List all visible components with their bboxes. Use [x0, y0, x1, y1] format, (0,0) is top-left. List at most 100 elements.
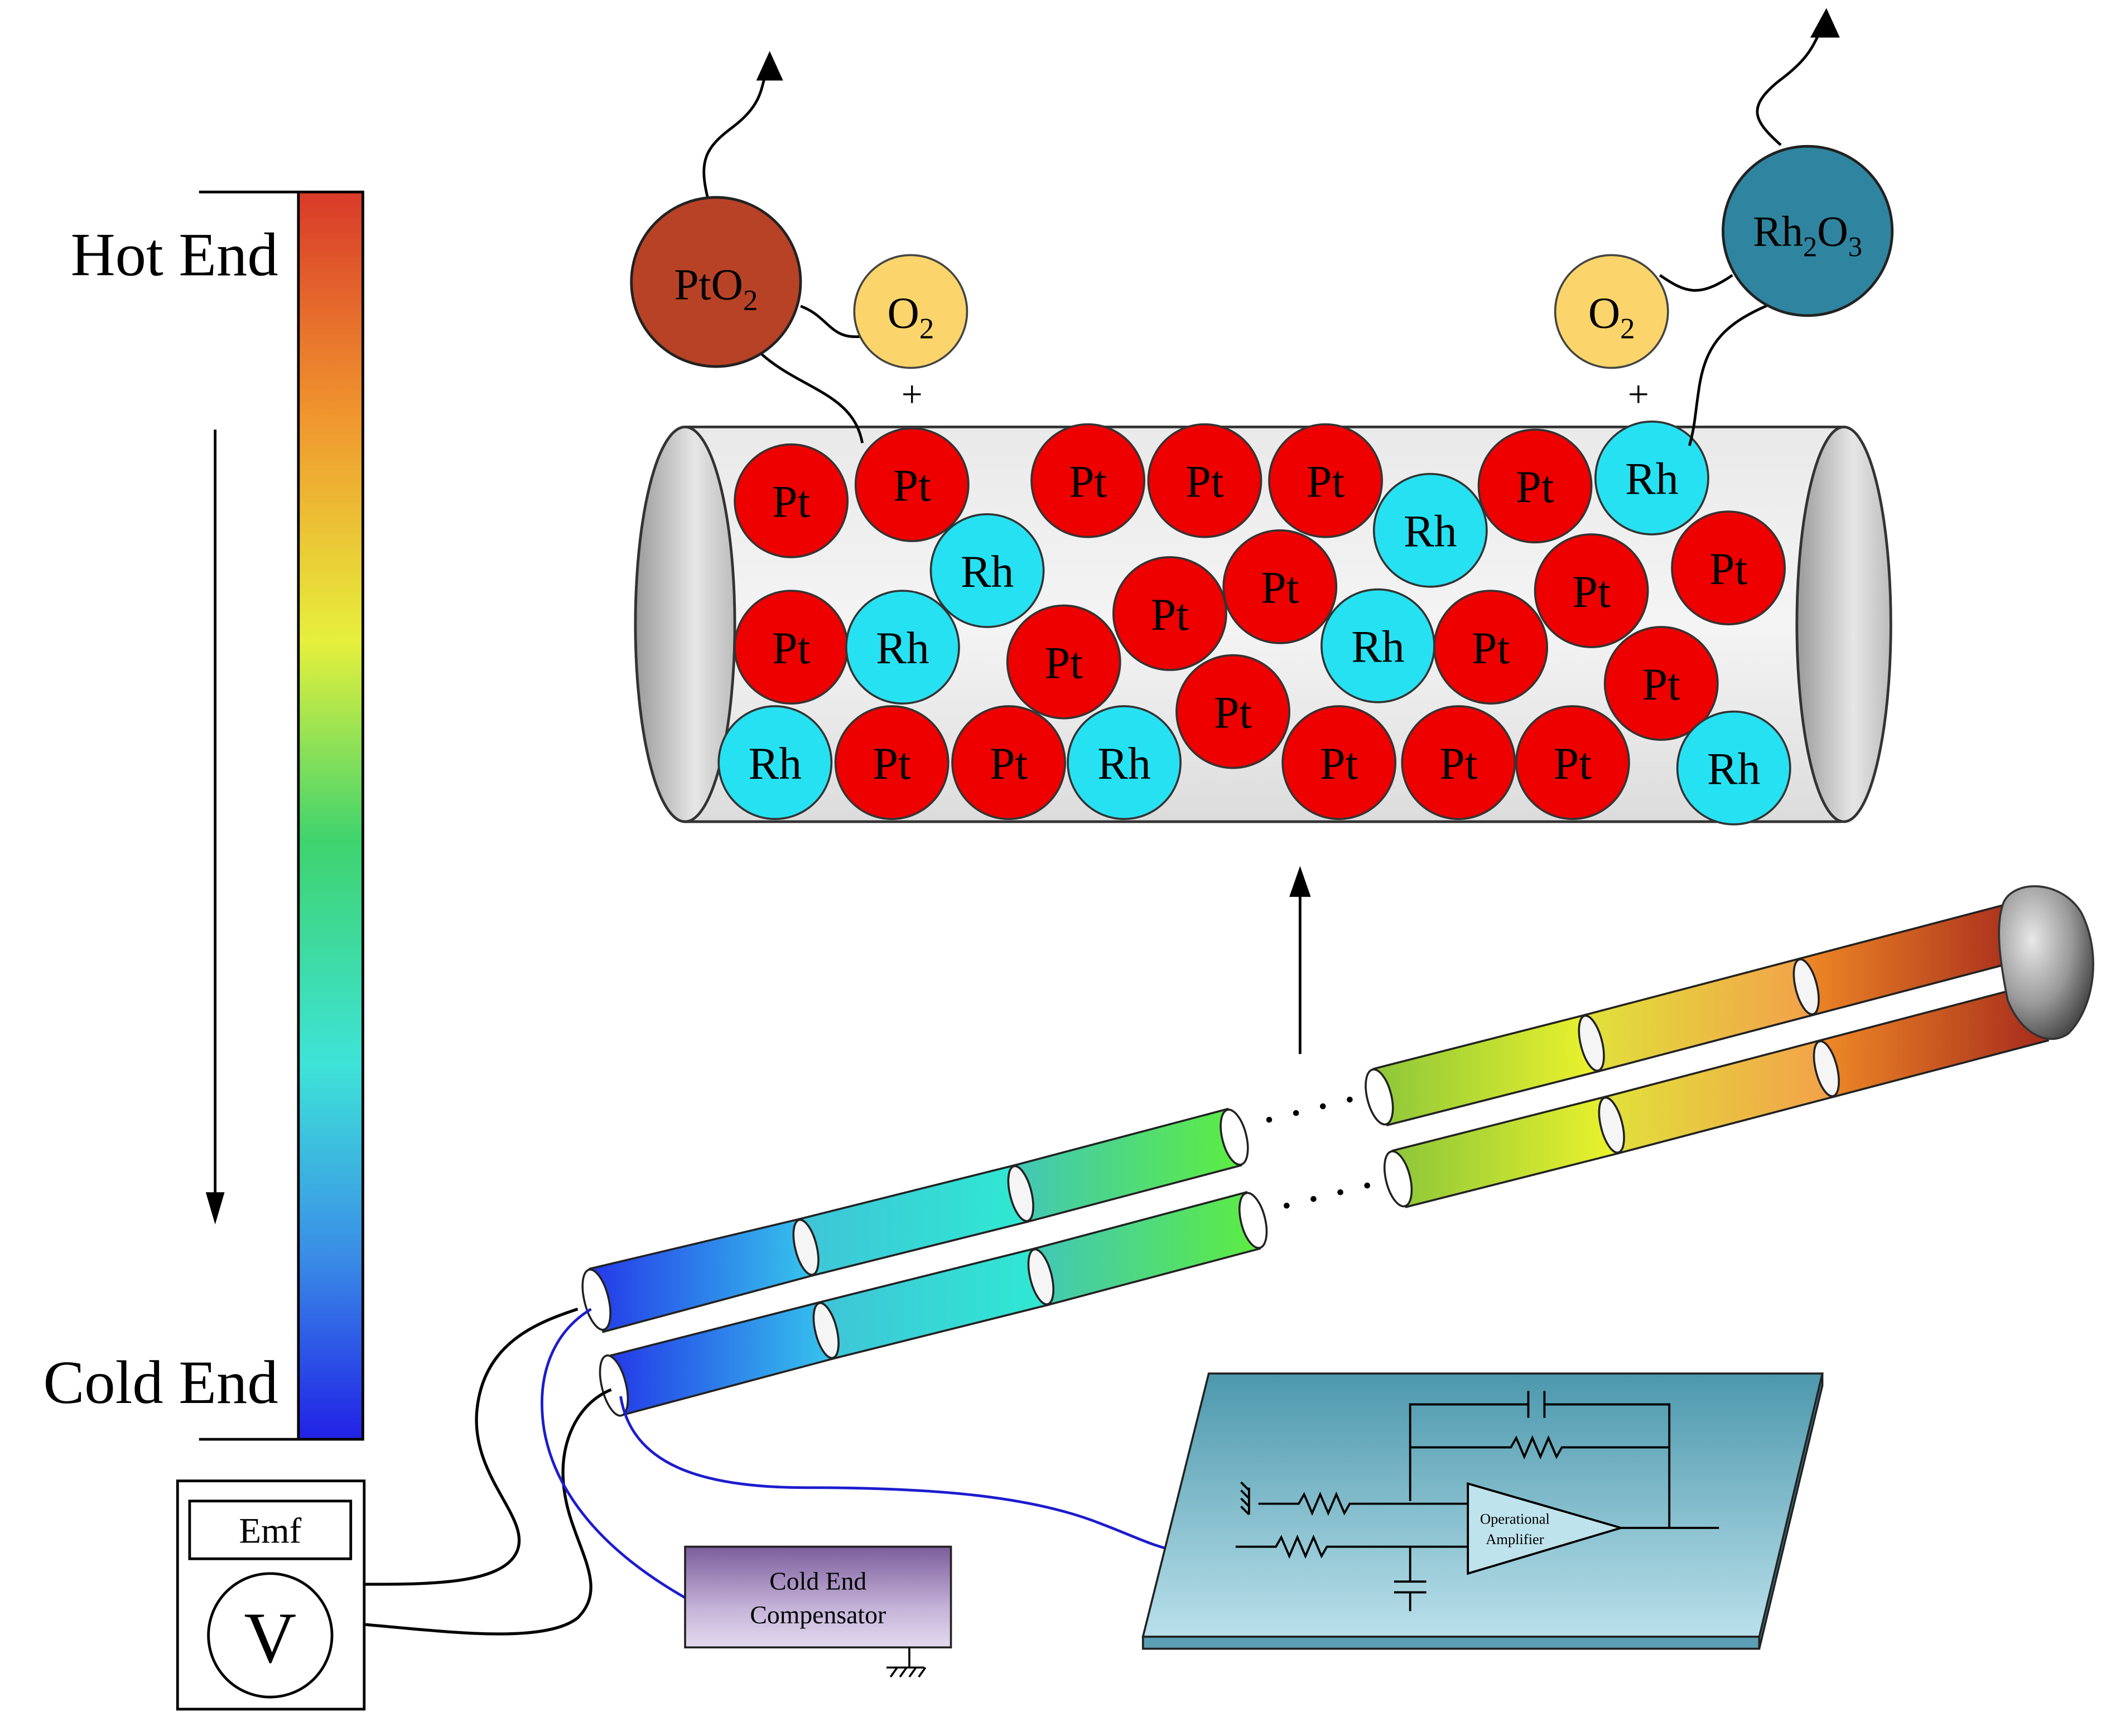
platinum-atom: Pt [854, 427, 970, 542]
atom-circle [1147, 423, 1262, 538]
magnify-up-arrow [1289, 866, 1311, 1054]
platinum-atom: Pt [1671, 510, 1786, 625]
pt-oxide-emission-path [702, 66, 771, 199]
atom-circle [1175, 654, 1290, 769]
upper-wire-cold-segments [581, 1107, 1249, 1333]
rhodium-atom: Rh [1676, 710, 1791, 826]
rh-oxide-arrow-head [1810, 8, 1840, 38]
hot-end-label: Hot End [71, 220, 278, 288]
pt-oxide-bond-line [758, 350, 864, 443]
rhodium-atom: Rh [1067, 705, 1182, 820]
atom-circle [1222, 529, 1338, 644]
atom-circle [1268, 423, 1383, 538]
rhodium-atom: Rh [1372, 472, 1488, 588]
rhodium-atom: Rh [1321, 588, 1435, 703]
atom-circle [1281, 705, 1397, 820]
atom-label: Pt [1151, 589, 1189, 640]
platinum-atom: Pt [734, 590, 849, 705]
pt-oxide-label: PtO2 [674, 261, 758, 317]
black-lead-upper [365, 1308, 579, 1586]
upper-wire-hot-segments [1365, 901, 2030, 1127]
lower-wire-hot-segments [1383, 982, 2050, 1208]
amplifier-board: Operational Amplifier [1141, 1372, 1824, 1650]
amplifier-label-line2: Amplifier [1486, 1531, 1544, 1547]
wire-continuation-dots [1266, 1096, 1370, 1209]
oxygen-molecule-left [853, 254, 968, 369]
atom-label: Rh [961, 546, 1014, 597]
atom-circle [1433, 590, 1549, 705]
compensator-line1: Cold End [769, 1567, 866, 1595]
pt-oxide-arrow-head [756, 51, 783, 81]
cold-end-compensator: Cold End Compensator [684, 1545, 952, 1678]
pt-oxide-molecule [630, 196, 802, 368]
rh-oxide-label: Rh2O3 [1753, 207, 1862, 262]
atom-label: Pt [1439, 738, 1478, 789]
oxygen-left-label: O2 [887, 288, 934, 345]
atom-circle [1534, 533, 1649, 648]
rhodium-atom: Rh [929, 513, 1045, 628]
hot-junction-bead [1998, 885, 2094, 1040]
pt-oxide-oxygen-bond [800, 305, 867, 338]
platinum-atom: Pt [1030, 423, 1145, 538]
wire-tube-left-end [634, 425, 736, 823]
rh-oxide-molecule [1722, 144, 1894, 317]
amplifier-circuit [1235, 1391, 1719, 1612]
atom-circle [1030, 423, 1145, 538]
voltmeter: Emf V [176, 1479, 366, 1711]
atom-label: Rh [1097, 738, 1151, 789]
platinum-atom: Pt [834, 705, 950, 820]
platinum-atom: Pt [1147, 423, 1262, 538]
ground-symbol [886, 1647, 927, 1678]
atom-label: Pt [990, 738, 1028, 789]
oxygen-molecule-right [1554, 254, 1669, 369]
atom-circle [845, 590, 960, 705]
wire-tube-right-end [1795, 425, 1892, 823]
atom-circle [854, 427, 970, 542]
atom-label: Pt [772, 623, 811, 673]
color-gradient-bar [297, 190, 364, 1441]
platinum-atom: Pt [1515, 705, 1630, 820]
atom-circle [1676, 710, 1791, 826]
atom-circle [1477, 428, 1593, 544]
amplifier-label-line1: Operational [1480, 1511, 1550, 1527]
temperature-scale: Hot End Cold End [43, 190, 364, 1441]
atom-label: Pt [1185, 456, 1224, 507]
platinum-atom: Pt [1112, 556, 1227, 671]
atom-label: Pt [1069, 456, 1107, 507]
emf-display [188, 1499, 353, 1560]
plus-sign-right: + [1628, 373, 1649, 415]
rh-oxide-emission-path [1756, 26, 1825, 146]
voltmeter-dial [207, 1572, 334, 1699]
atom-label: Pt [1320, 738, 1358, 789]
atom-label: Rh [749, 738, 802, 789]
thermocouple-wires [581, 885, 2094, 1417]
atom-label: Pt [1261, 562, 1299, 613]
atom-circle [1594, 420, 1709, 536]
atom-label: Rh [876, 623, 929, 673]
black-lead-lower [365, 1388, 612, 1636]
platinum-atom: Pt [1603, 626, 1719, 741]
atom-label: Pt [1472, 623, 1510, 673]
atom-label: Pt [873, 738, 912, 789]
platinum-atom: Pt [1534, 533, 1649, 648]
platinum-atom: Pt [1401, 705, 1516, 820]
lower-wire-cold-segments [599, 1191, 1268, 1417]
atom-label: Rh [1351, 621, 1405, 672]
atom-label: Rh [1404, 506, 1457, 557]
atom-label: Pt [1554, 738, 1592, 789]
platinum-atom: Pt [1006, 604, 1121, 720]
cold-end-label: Cold End [43, 1348, 278, 1416]
atom-circle [1067, 705, 1182, 820]
atom-label: Pt [893, 460, 932, 511]
platinum-atom: Pt [1175, 654, 1290, 769]
pt-oxidation-group: PtO2 O2 + [630, 51, 968, 443]
atom-circle [834, 705, 950, 820]
rh-oxidation-group: Rh2O3 O2 + [1554, 8, 1894, 446]
connection-wires [365, 1308, 1236, 1636]
atom-label: Pt [1307, 456, 1345, 507]
atom-circle [1006, 604, 1121, 720]
oxygen-right-label: O2 [1588, 288, 1635, 345]
platinum-atom: Pt [734, 443, 849, 558]
